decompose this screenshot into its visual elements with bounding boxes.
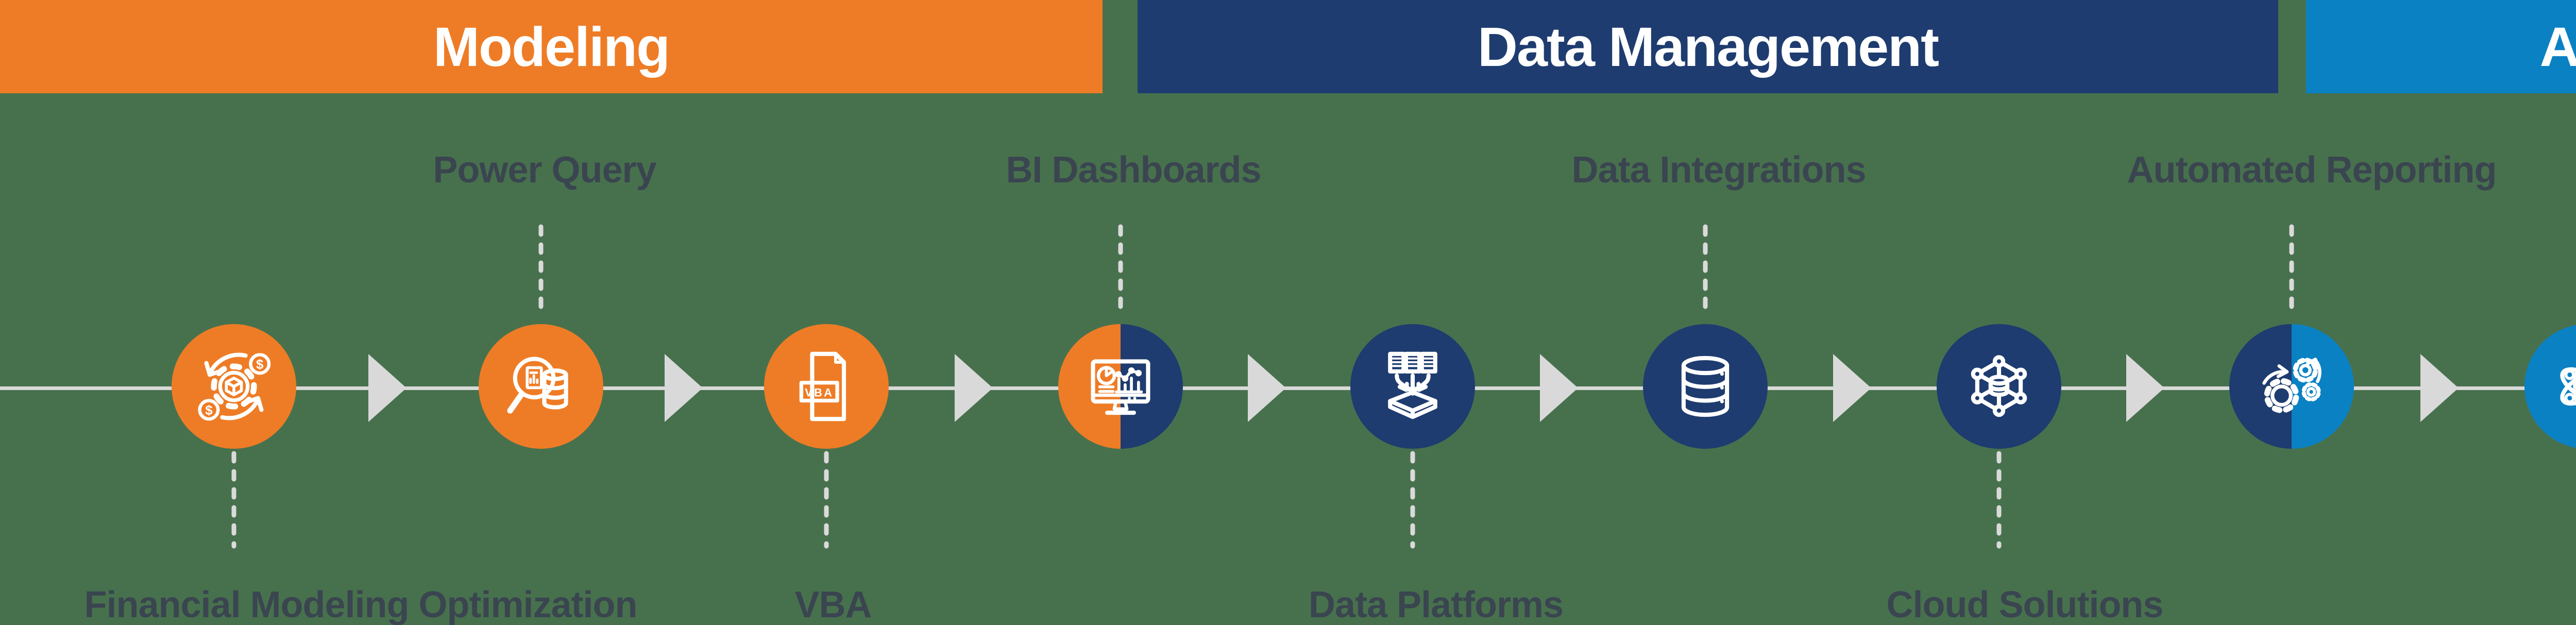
header-label-modeling: Modeling <box>433 15 670 78</box>
svg-text:$: $ <box>256 358 264 372</box>
step-label-power-query: Power Query <box>433 149 656 191</box>
database-cylinder-icon <box>1681 356 1730 417</box>
step-label-vba: VBA <box>794 584 872 625</box>
step-circle-cloud-solutions <box>1937 324 2061 449</box>
header-bar-modeling: Modeling <box>0 0 1103 93</box>
step-label-cloud-solutions: Cloud Solutions <box>1886 584 2164 625</box>
connector-dashed-line <box>1410 451 1415 549</box>
step-circle-data-platforms <box>1350 324 1475 449</box>
flow-arrow-icon <box>955 354 993 422</box>
gear-cycle-dollar-icon: $ $ <box>198 352 271 421</box>
flow-arrow-icon <box>2126 354 2164 422</box>
connector-dashed-line <box>1118 224 1123 314</box>
flow-arrow-icon <box>368 354 406 422</box>
step-circle-financial-modeling-optimization: $ $ <box>172 324 296 449</box>
svg-text:VBA: VBA <box>805 386 834 399</box>
gears-sync-icon <box>2262 358 2321 413</box>
timeline-line <box>0 386 2576 390</box>
header-bar-data-management: Data Management <box>1138 0 2278 93</box>
step-circle-bi-dashboards <box>1058 324 1183 449</box>
step-circle-data-integrations <box>1643 324 1768 449</box>
connector-dashed-line <box>824 451 829 549</box>
network-database-icon <box>1971 355 2027 417</box>
step-label-ai: AI <box>2182 586 2576 623</box>
step-circle-vba: VBA <box>764 324 889 449</box>
flow-arrow-icon <box>1833 354 1871 422</box>
atom-ai-icon: AI <box>2560 367 2576 406</box>
header-label-ai: AI <box>2539 15 2576 78</box>
flow-arrow-icon <box>2420 354 2459 422</box>
step-label-automated-reporting: Automated Reporting <box>2127 149 2497 191</box>
step-label-data-integrations: Data Integrations <box>1571 149 1866 191</box>
connector-dashed-line <box>1996 451 2002 549</box>
step-circle-ai: AI <box>2524 324 2576 449</box>
header-label-data-management: Data Management <box>1477 15 1939 78</box>
step-circle-power-query <box>479 324 603 449</box>
magnifier-document-coins-icon <box>507 357 568 414</box>
connector-dashed-line <box>538 224 544 314</box>
header-bar-ai: AI <box>2306 0 2576 93</box>
documents-into-platform-icon <box>1388 351 1437 419</box>
connector-dashed-line <box>1703 224 1708 314</box>
svg-text:$: $ <box>205 403 213 418</box>
connector-dashed-line <box>2289 224 2294 314</box>
step-label-financial-modeling-optimization: Financial Modeling Optimization <box>84 584 637 625</box>
dashboard-monitor-icon <box>1091 359 1150 415</box>
vba-document-icon: VBA <box>799 351 846 421</box>
flow-arrow-icon <box>1248 354 1286 422</box>
step-label-bi-dashboards: BI Dashboards <box>1006 149 1261 191</box>
step-label-data-platforms: Data Platforms <box>1308 584 1564 625</box>
flow-arrow-icon <box>665 354 703 422</box>
flow-arrow-icon <box>1540 354 1578 422</box>
connector-dashed-line <box>231 451 236 549</box>
step-circle-automated-reporting <box>2229 324 2354 449</box>
